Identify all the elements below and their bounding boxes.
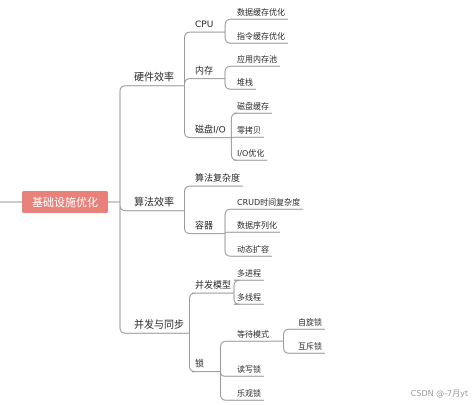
mindmap-node-level3: 磁盘缓存 bbox=[237, 101, 269, 111]
edge-level2 bbox=[184, 31, 192, 86]
edge-level3 bbox=[224, 65, 234, 79]
mindmap-node-level1: 算法效率 bbox=[134, 195, 174, 208]
mindmap-node-level2: 锁 bbox=[195, 358, 204, 370]
edge-level3 bbox=[220, 371, 234, 401]
mindmap-node-level4: 自旋锁 bbox=[298, 317, 322, 327]
edge-level1 bbox=[119, 85, 131, 202]
mindmap-node-level2: 内存 bbox=[195, 65, 213, 77]
mindmap-node-level2: 算法复杂度 bbox=[195, 172, 240, 184]
edge-level4 bbox=[283, 341, 295, 354]
edge-level3 bbox=[224, 78, 234, 90]
mindmap-node-level3: 多线程 bbox=[237, 292, 261, 302]
root-node-box bbox=[22, 191, 108, 213]
edge-level3 bbox=[224, 32, 234, 44]
mindmap-node-level3: 指令缓存优化 bbox=[237, 31, 285, 41]
edge-level3 bbox=[220, 371, 234, 377]
mindmap-node-level2: 并发模型 bbox=[195, 279, 231, 291]
edge-level1 bbox=[119, 202, 131, 212]
mindmap-node-level3: CRUD时间复杂度 bbox=[237, 197, 300, 207]
edge-level1 bbox=[119, 202, 131, 334]
mindmap-node-level1: 并发与同步 bbox=[134, 318, 184, 331]
mindmap-node-level3: 应用内存池 bbox=[237, 54, 277, 64]
mindmap-node-level4: 互斥锁 bbox=[298, 341, 322, 351]
edge-level3 bbox=[224, 231, 234, 234]
edge-level2 bbox=[184, 85, 192, 139]
mindmap-node-level2: CPU bbox=[195, 20, 213, 30]
csdn-watermark: CSDN @-7月yt bbox=[410, 389, 468, 398]
edge-level4 bbox=[283, 328, 295, 342]
edge-level3 bbox=[224, 18, 234, 33]
edge-level2 bbox=[184, 78, 192, 86]
mindmap-node-level3: 数据序列化 bbox=[237, 220, 277, 230]
root-node-label: 基础设施优化 bbox=[32, 195, 98, 209]
mindmap-node-level3: 零拷贝 bbox=[237, 125, 261, 135]
mindmap-node-level3: 动态扩容 bbox=[237, 244, 269, 254]
mindmap-node-level3: 堆栈 bbox=[237, 77, 253, 87]
mindmap-node-level3: I/O优化 bbox=[237, 148, 264, 158]
mindmap-node-level2: 容器 bbox=[195, 220, 213, 232]
mindmap-node-level3: 乐观锁 bbox=[237, 388, 261, 398]
mindmap-node-level3: 多进程 bbox=[237, 268, 261, 278]
edge-level3 bbox=[220, 340, 234, 372]
mindmap-node-level3: 等待模式 bbox=[237, 329, 269, 339]
edge-level2 bbox=[189, 292, 196, 334]
edge-level3 bbox=[224, 208, 234, 234]
mindmap-node-level3: 数据缓存优化 bbox=[237, 7, 285, 17]
edge-level3 bbox=[224, 233, 234, 257]
edge-level3 bbox=[233, 279, 241, 294]
mindmap-node-level3: 读写锁 bbox=[237, 364, 261, 374]
edge-level2 bbox=[184, 185, 192, 211]
edge-level2 bbox=[184, 210, 192, 235]
mindmap-node-level2: 磁盘I/O bbox=[195, 124, 226, 136]
mindmap-node-level1: 硬件效率 bbox=[134, 70, 174, 83]
